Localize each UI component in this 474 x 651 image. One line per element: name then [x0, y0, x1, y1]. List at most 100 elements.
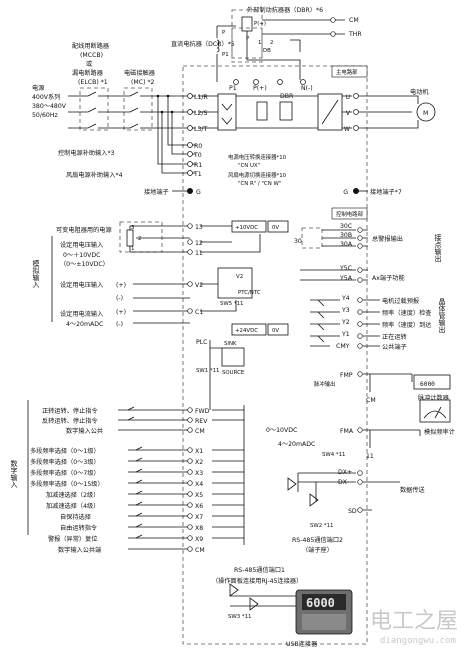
- sw3-label: SW3 *11: [228, 614, 251, 620]
- dcr-box: [231, 27, 263, 63]
- cn-ux-label: 电源电压转换连接器*10: [228, 153, 287, 161]
- brake-transistor: [279, 101, 293, 121]
- i-plus: (+): [116, 309, 126, 316]
- mc-code: (MC) *2: [131, 79, 155, 86]
- term-g-left: G: [196, 189, 201, 196]
- watermark-title: 电工之屋: [370, 609, 458, 634]
- term-r0: R0: [194, 143, 202, 150]
- v-range: 0～＋10VDC: [63, 252, 101, 259]
- term-cm2: CM: [195, 547, 205, 554]
- x-label-3: 多段频率选择（0～15级）: [30, 480, 104, 488]
- ov2-label: 0V: [272, 328, 279, 334]
- port1-sub: （操作面板连接用RJ-45连接器）: [212, 577, 302, 585]
- dc-bus-cap: [256, 101, 268, 121]
- r30: 30: [294, 238, 302, 245]
- bus-dbr: DBR: [280, 93, 294, 100]
- pot-n1: 1: [131, 246, 134, 252]
- term-x3: X3: [195, 470, 203, 477]
- ov2-box: [267, 323, 289, 336]
- motor-symbol: [416, 102, 436, 122]
- term-x5: X5: [195, 492, 203, 499]
- mccb-code: (MCCB): [80, 52, 103, 59]
- y5-func: Ax端子功能: [372, 274, 405, 282]
- x-label-7: 自由运转指令: [60, 524, 98, 532]
- x-cm-label: 数字输入公共端: [58, 546, 101, 554]
- digital-section: 数字输入: [10, 459, 18, 488]
- sw1-label: SW1 *11: [196, 368, 219, 374]
- term-x6: X6: [195, 503, 203, 510]
- x-label-5: 加减速选择（4级）: [46, 502, 99, 510]
- term-cm: CM: [195, 428, 205, 435]
- v2-chip: V2: [236, 274, 243, 280]
- x-label-8: 警报（异常）复位: [48, 535, 98, 543]
- thr-cm: CM: [349, 17, 359, 24]
- term-c1: C1: [195, 309, 203, 316]
- dcr-p1: P1: [222, 52, 229, 58]
- term-l1: L1/R: [194, 94, 208, 101]
- ptc-label: PTC/NTC: [238, 290, 261, 296]
- term-r1: R1: [194, 162, 202, 169]
- dbr-pplus: P(+): [254, 21, 266, 27]
- v2-in-label: 设定用电压输入: [60, 281, 103, 289]
- fwd-label: 正转运转、停止指令: [42, 407, 98, 415]
- term-l3: L3/T: [194, 126, 207, 133]
- ptc-box: [217, 267, 253, 299]
- sw2-label: SW2 *11: [310, 523, 333, 529]
- mccb-title: 配线用断路器: [72, 42, 110, 50]
- term-x4: X4: [195, 481, 203, 488]
- keypad-buttons: [302, 614, 346, 630]
- dbr-resistor: [241, 16, 253, 32]
- port1-label: RS-485通信端口1: [234, 566, 285, 574]
- fma-range-i: 4～20mADC: [278, 441, 315, 448]
- alarm-label: 总警报输出: [372, 235, 403, 243]
- pulse-counter: [413, 374, 451, 390]
- dcr-p: P: [222, 30, 226, 36]
- or-text: 或: [86, 60, 92, 68]
- ctrl-aux-label: 控制电源补助输入*3: [58, 149, 115, 157]
- contact-label: 接点输出: [434, 233, 442, 263]
- cm-label: 数字输入公共: [66, 427, 103, 435]
- v2-plus: (+): [116, 282, 126, 289]
- elcb-title: 漏电断路器: [72, 69, 104, 77]
- x-label-0: 多段频率选择（0～1级）: [30, 447, 100, 455]
- power-freq: 50/60Hz: [32, 112, 58, 119]
- cn-rw-name: "CN R" / "CN W": [238, 181, 281, 187]
- sw4-label: SW4 *11: [322, 452, 345, 458]
- term-y4: Y4: [341, 295, 350, 302]
- term-dxm: DX-: [338, 479, 349, 486]
- pot-resistor: [126, 229, 134, 247]
- fma-c1: 11: [366, 453, 374, 460]
- transistor-outputs: Y4 Y3 Y2 Y1 CMY 电机过载预报 频率（速度）检查 频率（速度）到达…: [310, 295, 432, 351]
- keypad-screen: [302, 594, 346, 610]
- term-v: V: [346, 110, 351, 117]
- power-voltage: 380～480V: [32, 103, 67, 110]
- motor-label: 电动机: [410, 88, 429, 96]
- dbr-n2: 2: [270, 40, 273, 46]
- pulse-out-label: 脉冲输出: [314, 380, 336, 388]
- pot-n2: 2: [138, 236, 141, 242]
- term-y3: Y3: [341, 307, 350, 314]
- ov-label: 0V: [272, 225, 279, 231]
- pulse-cm: CM: [366, 397, 376, 404]
- i-range: 4～20mADC: [66, 321, 103, 328]
- analog-section-label: 模拟输入: [32, 259, 40, 288]
- port2-label: RS-485通信端口2: [292, 536, 343, 544]
- sink-source-box: [221, 347, 245, 367]
- term-x1: X1: [195, 448, 203, 455]
- term-g-right: G: [343, 189, 348, 196]
- term-x7: X7: [195, 514, 203, 521]
- cn-ux-name: "CN UX": [238, 163, 260, 169]
- output-terminals: U V W G: [343, 93, 359, 196]
- term-11: 11: [195, 250, 203, 257]
- i-minus: (-): [116, 321, 123, 328]
- sw5-label: SW5 *11: [220, 301, 243, 307]
- p10-label: +10VDC: [235, 225, 258, 231]
- x-label-1: 多段频率选择（0～3级）: [30, 458, 100, 466]
- mc-box: [123, 87, 153, 131]
- bus-nminus: N(-): [301, 85, 313, 92]
- y-func-4: 公共端子: [382, 343, 407, 351]
- dbr-db: DB: [263, 48, 271, 54]
- mccb-box: [79, 87, 109, 131]
- i-in-label: 设定用电流输入: [60, 310, 103, 318]
